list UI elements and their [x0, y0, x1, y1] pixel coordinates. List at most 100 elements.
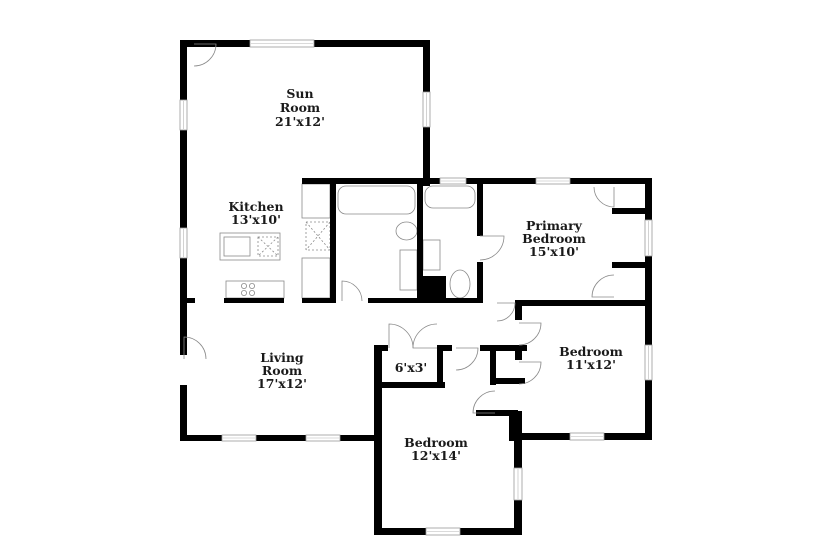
door-swing: [593, 186, 615, 208]
window: [513, 467, 523, 501]
wall-segment: [374, 382, 445, 388]
wall-segment: [417, 178, 423, 303]
wall-segment: [604, 433, 652, 440]
wall-segment: [476, 410, 518, 416]
wall-segment: [570, 178, 652, 184]
door-swing: [193, 43, 217, 67]
wall-segment: [180, 130, 187, 228]
wall-segment: [302, 298, 336, 303]
primary-bedroom-dimensions: 15'x10': [529, 244, 579, 259]
wall-segment: [437, 345, 452, 351]
windows-layer: [179, 39, 653, 536]
doors-layer: [183, 43, 615, 414]
window: [425, 527, 461, 536]
wall-segment: [330, 178, 336, 303]
wall-segment: [180, 298, 195, 303]
door-swing: [518, 361, 542, 385]
bedroom-south-dimensions: 12'x14': [411, 448, 461, 463]
bath2-toilet-fixture: [449, 269, 471, 299]
wall-segment: [180, 40, 250, 47]
closet-dimensions: 6'x3': [395, 360, 428, 375]
room-label-primary-bedroom: Primary Bedroom 15'x10': [522, 218, 586, 259]
wall-segment: [374, 345, 388, 351]
bath2-vanity-fixture: [422, 239, 441, 271]
window: [569, 432, 605, 441]
room-label-bedroom-east: Bedroom 11'x12': [559, 344, 623, 372]
wall-segment: [645, 256, 652, 300]
wall-segment: [514, 500, 522, 535]
wall-segment: [645, 300, 652, 345]
living-room-dimensions: 17'x12': [257, 376, 307, 391]
wall-segment: [423, 40, 430, 92]
wall-segment: [180, 435, 222, 441]
window: [644, 219, 653, 257]
window: [439, 177, 467, 185]
window: [221, 434, 257, 442]
door-swing: [518, 322, 542, 346]
living-room-name-line-2: Room: [262, 363, 302, 378]
bedroom-east-dimensions: 11'x12': [566, 357, 616, 372]
window: [249, 39, 315, 48]
wall-segment: [418, 276, 446, 303]
sun-room-dimensions: 21'x12': [275, 114, 325, 129]
kitchen-dimensions: 13'x10': [231, 212, 281, 227]
wall-segment: [515, 306, 522, 320]
sun-room-name-line-2: Room: [280, 100, 320, 115]
wall-segment: [490, 345, 496, 385]
door-swing: [496, 302, 516, 322]
primary-bedroom-name-line-2: Bedroom: [522, 231, 586, 246]
kitchen-sink-fixture: [223, 236, 251, 257]
living-room-name-line-1: Living: [260, 350, 304, 365]
window: [535, 177, 571, 185]
wall-segment: [612, 208, 652, 214]
wall-segment: [180, 258, 187, 355]
wall-segment: [460, 528, 522, 535]
window: [422, 91, 431, 128]
room-label-kitchen: Kitchen 13'x10': [228, 199, 283, 227]
room-label-sun-room: Sun Room 21'x12': [275, 86, 325, 129]
door-swing: [479, 235, 505, 261]
bedroom-south-name: Bedroom: [404, 435, 468, 450]
wall-segment: [423, 127, 430, 186]
kitchen-dishwasher-fixture: [257, 236, 279, 257]
wall-segment: [256, 435, 306, 441]
walls-layer: [180, 40, 652, 535]
bath1-toilet-fixture: [395, 221, 418, 241]
kitchen-counter-lower-fixture: [301, 257, 331, 299]
wall-segment: [490, 378, 525, 384]
wall-segment: [522, 433, 570, 440]
fixtures-layer: [219, 183, 476, 299]
primary-bedroom-name-line-1: Primary: [526, 218, 583, 233]
room-label-bedroom-south: Bedroom 12'x14': [404, 435, 468, 463]
wall-segment: [514, 430, 522, 468]
room-label-living-room: Living Room 17'x12': [257, 350, 307, 391]
wall-segment: [224, 298, 284, 303]
wall-segment: [515, 300, 652, 306]
wall-segment: [645, 178, 652, 220]
kitchen-counter-upper-fixture: [301, 183, 331, 219]
door-swing: [455, 347, 479, 371]
wall-segment: [374, 345, 382, 535]
window: [179, 99, 188, 131]
bath2-tub-fixture: [424, 185, 476, 209]
room-label-closet: 6'x3': [395, 360, 428, 375]
wall-segment: [477, 178, 483, 236]
window: [305, 434, 341, 442]
door-swing: [183, 336, 207, 360]
door-swing: [591, 274, 615, 298]
window: [644, 344, 653, 381]
wall-segment: [302, 178, 422, 184]
window: [179, 227, 188, 259]
wall-segment: [423, 178, 440, 184]
wall-segment: [340, 435, 374, 441]
wall-segment: [477, 262, 483, 303]
bedroom-east-name: Bedroom: [559, 344, 623, 359]
door-swing: [472, 390, 496, 414]
wall-segment: [612, 262, 652, 268]
door-swing: [388, 323, 414, 349]
door-swing: [341, 280, 363, 302]
wall-segment: [645, 380, 652, 440]
wall-segment: [180, 385, 187, 441]
kitchen-name: Kitchen: [228, 199, 283, 214]
